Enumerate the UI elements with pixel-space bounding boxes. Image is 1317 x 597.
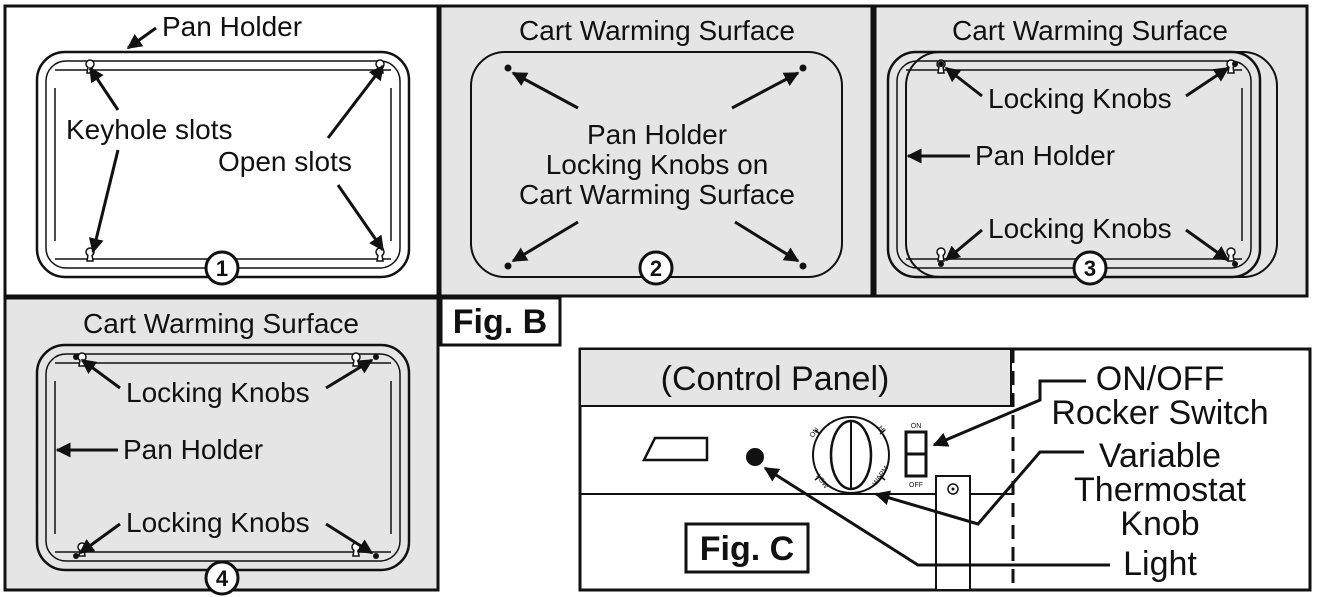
open-slot-arrow-bottom [336,184,385,252]
rocker-switch[interactable]: ON OFF [904,423,928,489]
pan-holder-arrow [126,26,157,50]
step-number-3: 3 [1084,256,1096,281]
switch-callout-arrow [932,379,1086,447]
panel-2-line-2: Locking Knobs on [546,149,769,180]
step-number-2: 2 [650,256,662,281]
callout-switch-line-2: Rocker Switch [1051,394,1268,432]
cord-screw-center [951,487,955,491]
callout-light-label: Light [1123,545,1197,583]
callout-switch-line-1: ON/OFF [1096,360,1224,398]
open-slots-label: Open slots [218,146,352,177]
indicator-light [746,448,764,466]
knob-arrow-br [325,522,374,555]
locking-knob [799,64,807,72]
knob-arrow-tr [1185,66,1230,98]
callout-knob-line-2: Thermostat [1074,471,1246,509]
locking-knobs-label-top: Locking Knobs [988,83,1172,114]
keyhole-arrow-bottom [88,149,120,254]
callout-knob-line-3: Knob [1120,505,1199,543]
step-badge-3 [1072,250,1108,286]
panel-2-line-1: Pan Holder [587,119,727,150]
knob-arrow-br [734,220,800,263]
locking-knob [504,262,512,270]
step-badge-4 [204,560,240,596]
keyhole-arrow-top [88,66,120,111]
dial-on-label: ON [809,427,821,440]
knob-arrow-tr [325,358,374,390]
switch-on-label: ON [911,423,922,430]
thermostat-knob[interactable]: ON HI LOW WARM [809,416,890,494]
step-number-1: 1 [216,256,228,281]
keyhole-slots-label: Keyhole slots [66,114,233,145]
cord-housing [935,475,971,591]
knob-arrow-br [1185,228,1230,262]
step-badge-1 [204,250,240,286]
pan-holder-label: Pan Holder [975,140,1115,171]
pan-holder-label: Pan Holder [123,434,263,465]
fig-b-box: Fig. B [439,296,562,347]
step-number-4: 4 [216,566,229,591]
fig-c-box [684,522,810,574]
callout-knob-line-1: Variable [1099,437,1221,475]
panel-4: Cart Warming Surface Locking Knobs Pan H… [3,296,440,596]
knob-arrow-tl [80,358,121,390]
knob-arrow-tl [944,66,983,98]
knob-arrow-tl [511,71,579,110]
panel-2-line-3: Cart Warming Surface [519,179,795,210]
step-badge-2 [638,250,674,286]
locking-knob [504,64,512,72]
light-callout-arrow [763,466,1110,567]
open-slot-arrow-top [326,64,385,139]
pan-holder-frame [886,50,1262,279]
knob-arrow-bl [944,228,983,262]
handle-icon [641,436,709,462]
knob-callout-arrow [874,450,1084,526]
control-panel-figure: (Control Panel) ON HI LOW WARM ON OFF [578,347,1312,592]
control-panel-title: (Control Panel) [661,360,890,398]
locking-knobs-label-top: Locking Knobs [126,377,310,408]
locking-knobs-label-bottom: Locking Knobs [126,507,310,538]
fig-c-label: Fig. C [700,530,794,568]
panel-4-title: Cart Warming Surface [83,308,359,339]
locking-knob [799,262,807,270]
knob-arrow-bl [78,522,121,555]
pan-holder-label: Pan Holder [162,11,302,42]
switch-off-label: OFF [909,482,923,489]
panel-3-title: Cart Warming Surface [952,15,1228,46]
panel-1: Pan Holder Keyhole slots Open slots 1 [3,4,440,298]
panel-2: Cart Warming Surface Pan Holder Locking … [438,4,874,298]
panel-3: Cart Warming Surface Locking Knobs Pan H… [873,4,1309,298]
fig-b-label: Fig. B [453,303,547,341]
control-panel-header [579,348,1012,407]
panel-2-title: Cart Warming Surface [519,15,795,46]
knob-arrow-tr [731,71,800,110]
knob-arrow-bl [511,220,579,263]
locking-knobs-label-bottom: Locking Knobs [988,213,1172,244]
dial-hi-label: HI [876,425,886,435]
